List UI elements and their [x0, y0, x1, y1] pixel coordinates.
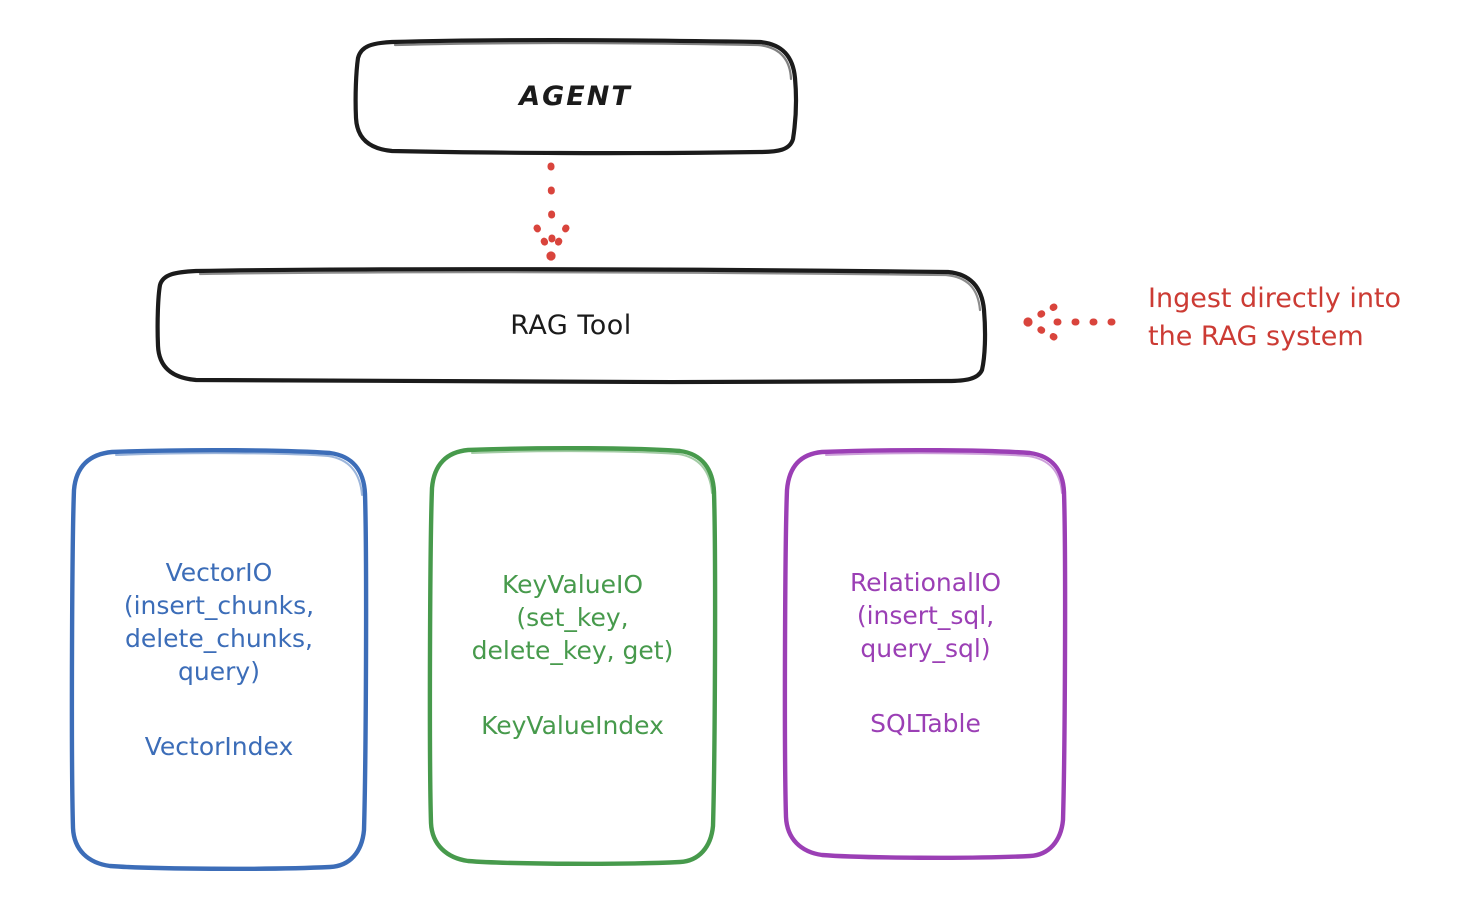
vector-io-node[interactable]: VectorIO (insert_chunks, delete_chunks, … — [72, 450, 366, 868]
relational-io-node[interactable]: RelationalIO (insert_sql, query_sql) SQL… — [786, 450, 1065, 856]
ingest-dotted-arrow — [1023, 303, 1116, 341]
sql-table-label: SQLTable — [870, 709, 981, 738]
vector-io-api-label: VectorIO (insert_chunks, delete_chunks, … — [123, 557, 315, 686]
ingest-annotation-text: Ingest directly into the RAG system — [1148, 283, 1402, 353]
key-value-io-api-label: KeyValueIO (set_key, delete_key, get) — [471, 570, 674, 665]
agent-node-label: AGENT — [519, 81, 632, 112]
key-value-index-label: KeyValueIndex — [481, 711, 664, 740]
relational-io-api-label: RelationalIO (insert_sql, query_sql) — [849, 568, 1002, 663]
agent-to-rag-dotted-arrow — [533, 162, 570, 261]
key-value-io-node[interactable]: KeyValueIO (set_key, delete_key, get) Ke… — [430, 448, 715, 862]
rag-tool-node-label: RAG Tool — [510, 309, 632, 341]
agent-node[interactable]: AGENT — [355, 40, 796, 153]
vector-index-label: VectorIndex — [144, 731, 294, 761]
rag-tool-node[interactable]: RAG Tool — [157, 269, 985, 381]
